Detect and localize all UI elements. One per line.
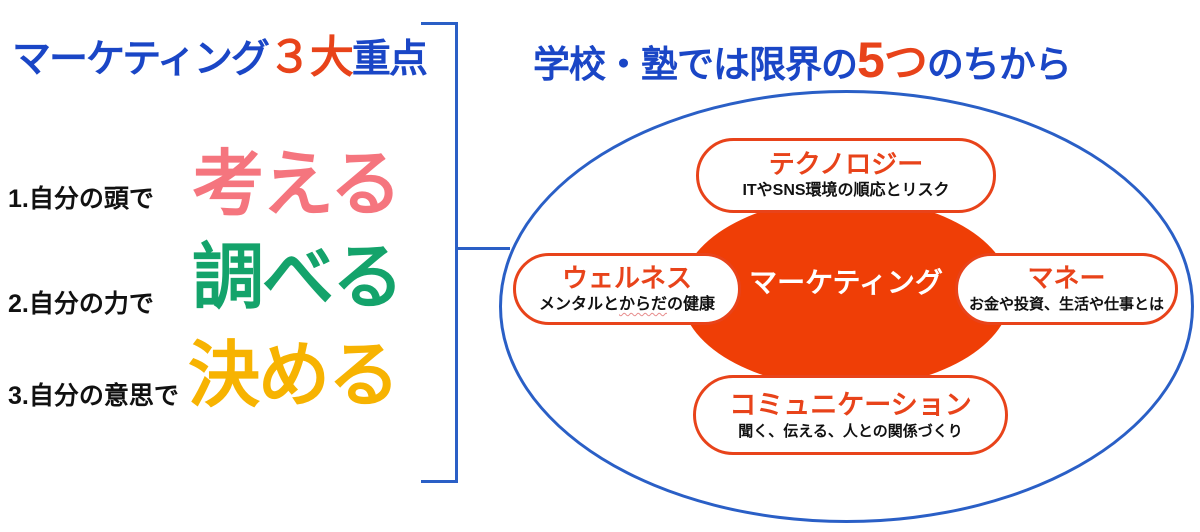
pill-money: マネー お金や投資、生活や仕事とは — [955, 253, 1178, 325]
right-title: 学校・塾では限界の5つのちから — [533, 30, 1072, 90]
bracket-top-line — [421, 22, 458, 25]
pill-communication: コミュニケーション 聞く、伝える、人との関係づくり — [693, 375, 1008, 455]
pill-technology: テクノロジー ITやSNS環境の順応とリスク — [696, 138, 996, 213]
pill-technology-title: テクノロジー — [768, 149, 924, 180]
center-ellipse-label: マーケティング — [681, 198, 1011, 388]
pill-money-subtitle: お金や投資、生活や仕事とは — [968, 296, 1164, 314]
pill-wellness-title: ウェルネス — [561, 262, 692, 293]
item-3-label: 3.自分の意思で — [8, 382, 179, 410]
bracket-connector-tick — [458, 247, 510, 250]
right-title-counter: つ — [883, 38, 928, 87]
pill-wellness-subtitle-wavy: からだ — [618, 295, 667, 313]
right-title-part4: のちから — [926, 44, 1072, 85]
item-1-label: 1.自分の頭で — [8, 185, 154, 213]
item-2-word: 調べる — [192, 238, 404, 318]
left-title: マーケティング３大重点 — [12, 33, 428, 82]
item-1-word: 考える — [192, 145, 402, 225]
right-title-number: 5 — [857, 32, 885, 88]
right-title-part1: 学校・塾では限界の — [533, 44, 858, 85]
left-title-part3: 重点 — [351, 38, 428, 81]
pill-wellness-subtitle-pre: メンタルと — [538, 295, 619, 313]
pill-wellness-subtitle: メンタルとからだの健康 — [539, 296, 715, 314]
item-2-label: 2.自分の力で — [8, 290, 154, 318]
pill-technology-subtitle: ITやSNS環境の順応とリスク — [742, 182, 950, 200]
bracket-vertical-line — [455, 22, 458, 483]
pill-wellness-subtitle-post: の健康 — [667, 295, 716, 313]
pill-communication-subtitle: 聞く、伝える、人との関係づくり — [738, 422, 963, 440]
left-title-part1: マーケティング — [12, 38, 270, 81]
center-ellipse-label-text: マーケティング — [749, 267, 943, 298]
bracket-bottom-line — [421, 480, 458, 483]
pill-communication-title: コミュニケーション — [729, 389, 972, 420]
left-title-accent: ３大 — [267, 33, 354, 82]
pill-wellness: ウェルネス メンタルとからだの健康 — [513, 253, 741, 325]
item-3-word: 決める — [188, 336, 400, 416]
outer-ellipse — [499, 90, 1194, 523]
pill-money-title: マネー — [1027, 263, 1106, 294]
